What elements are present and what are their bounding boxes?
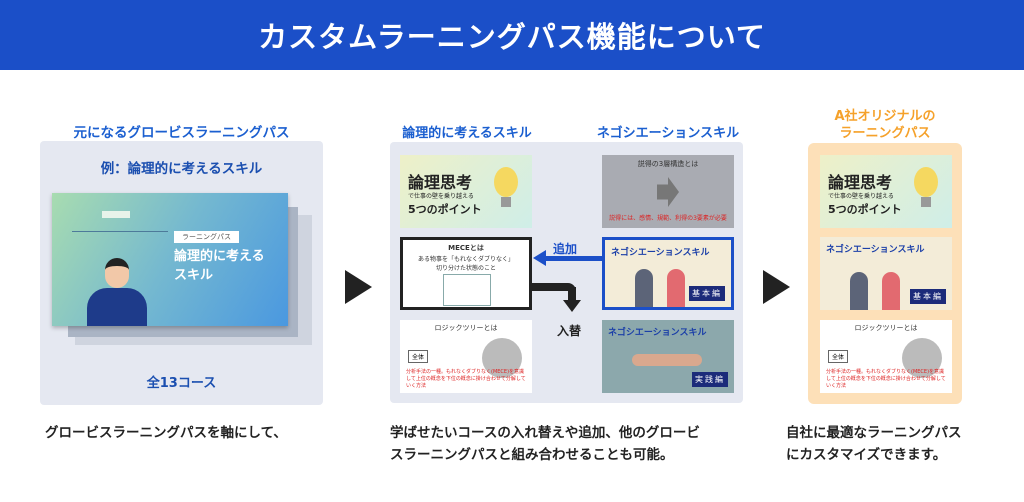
right-caption-2: にカスタマイズできます。 [786, 447, 947, 463]
person-illustration [635, 269, 653, 307]
mece-diagram [443, 274, 491, 306]
right-caption: 自社に最適なラーニングパスにカスタマイズできます。 [786, 422, 962, 466]
businessman-illustration [87, 288, 147, 326]
thumb-title: ネゴシエーションスキル [826, 245, 925, 255]
thumb-title: 論理思考 [408, 173, 473, 192]
add-arrow-icon [533, 250, 546, 266]
course-count: 全13コース [146, 376, 217, 391]
bulb-base [501, 197, 511, 207]
course-thumb-logic-tree[interactable]: ロジックツリーとは 全体 分析手法の一種。もれなくダブりなく(MECE)を意識し… [400, 320, 532, 393]
swap-arrow-shaft [532, 283, 576, 291]
arrow-right-icon [763, 270, 790, 304]
thumb-points: 5つのポイント [828, 203, 902, 216]
middle-caption: 学ばせたいコースの入れ替えや追加、他のグロービスラーニングパスと組み合わせること… [390, 422, 700, 466]
swap-arrow-shaft-down [568, 287, 576, 301]
thumb-note: 分析手法の一種。もれなくダブりなく(MECE)を意識して上位の概念を下位の概念に… [406, 369, 526, 389]
custom-path-label-2: ラーニングパス [839, 126, 931, 141]
page-header: カスタムラーニングパス機能について [0, 0, 1024, 70]
person-illustration [882, 272, 900, 310]
custom-path-label: A社オリジナルのラーニングパス [800, 108, 970, 142]
tree-illustration [482, 338, 522, 378]
thumb-title: 説得の3層構造とは [637, 160, 699, 168]
course-thumb-logical-thinking[interactable]: 論理思考 で仕事の壁を乗り越える 5つのポイント [820, 155, 952, 228]
thumb-note: 説得には、感情、規範、利得の3要素が必要 [609, 215, 727, 222]
learning-path-card[interactable]: ラーニングパス 論理的に考える スキル [52, 193, 288, 326]
negotiation-skill-label: ネゴシエーションスキル [596, 126, 740, 141]
thumb-points: 5つのポイント [408, 203, 482, 216]
card-title-1: 論理的に考える [174, 249, 265, 264]
org-chart-icon [102, 211, 130, 218]
arrow-graphic [657, 177, 679, 207]
right-caption-1: 自社に最適なラーニングパス [786, 425, 962, 441]
thumb-title: ロジックツリーとは [434, 324, 498, 332]
swap-arrow-icon [563, 300, 581, 312]
card-tag: ラーニングパス [174, 231, 239, 243]
course-thumb-negotiation-basic[interactable]: ネゴシエーションスキル 基本編 [820, 237, 952, 310]
course-thumb-negotiation-basic[interactable]: ネゴシエーションスキル 基本編 [602, 237, 734, 310]
person-illustration [667, 269, 685, 307]
thumb-title: MECEとは [448, 244, 484, 252]
arrow-right-icon [345, 270, 372, 304]
course-thumb-logical-thinking[interactable]: 論理思考 で仕事の壁を乗り越える 5つのポイント [400, 155, 532, 228]
middle-caption-2: スラーニングパスと組み合わせることも可能。 [390, 447, 674, 463]
badge-basic: 基本編 [689, 286, 725, 301]
left-caption: グロービスラーニングパスを軸にして、 [45, 425, 287, 441]
thumb-line: ある物事を「もれなくダブりなく」 [417, 256, 514, 263]
bulb-base [921, 197, 931, 207]
lightbulb-icon [494, 167, 518, 197]
course-thumb-persuasion[interactable]: 説得の3層構造とは 説得には、感情、規範、利得の3要素が必要 [602, 155, 734, 228]
handshake-illustration [632, 354, 702, 366]
thumb-title: ネゴシエーションスキル [608, 328, 707, 338]
thumb-subtitle: で仕事の壁を乗り越える [828, 193, 894, 200]
logic-skill-label: 論理的に考えるスキル [402, 126, 532, 141]
thumb-subtitle: で仕事の壁を乗り越える [408, 193, 474, 200]
badge-basic: 基本編 [910, 289, 946, 304]
thumb-title: 論理思考 [828, 173, 893, 192]
course-thumb-logic-tree[interactable]: ロジックツリーとは 全体 分析手法の一種。もれなくダブりなく(MECE)を意識し… [820, 320, 952, 393]
tree-root: 全体 [828, 350, 849, 363]
add-label: 追加 [553, 242, 578, 256]
card-title-2: スキル [174, 268, 214, 283]
example-label: 例：論理的に考えるスキル [100, 161, 263, 177]
page-title: カスタムラーニングパス機能について [258, 20, 766, 54]
course-thumb-mece[interactable]: MECEとは ある物事を「もれなくダブりなく」 切り分けた状態のこと [400, 237, 532, 310]
person-illustration [850, 272, 868, 310]
middle-caption-1: 学ばせたいコースの入れ替えや追加、他のグロービ [390, 425, 700, 441]
add-arrow-shaft [545, 256, 602, 261]
tree-root: 全体 [408, 350, 429, 363]
businessman-head [105, 258, 129, 288]
thumb-line: 切り分けた状態のこと [435, 265, 496, 272]
lightbulb-icon [914, 167, 938, 197]
course-thumb-negotiation-practice[interactable]: ネゴシエーションスキル 実践編 [602, 320, 734, 393]
thumb-title: ネゴシエーションスキル [611, 248, 710, 258]
swap-label: 入替 [557, 324, 582, 338]
thumb-title: ロジックツリーとは [854, 324, 918, 332]
tree-illustration [902, 338, 942, 378]
org-chart-lines [72, 231, 168, 255]
badge-practice: 実践編 [692, 372, 728, 387]
thumb-note: 分析手法の一種。もれなくダブりなく(MECE)を意識して上位の概念を下位の概念に… [826, 369, 946, 389]
custom-path-label-1: A社オリジナルの [834, 109, 936, 124]
original-path-label: 元になるグロービスラーニングパス [73, 125, 290, 141]
